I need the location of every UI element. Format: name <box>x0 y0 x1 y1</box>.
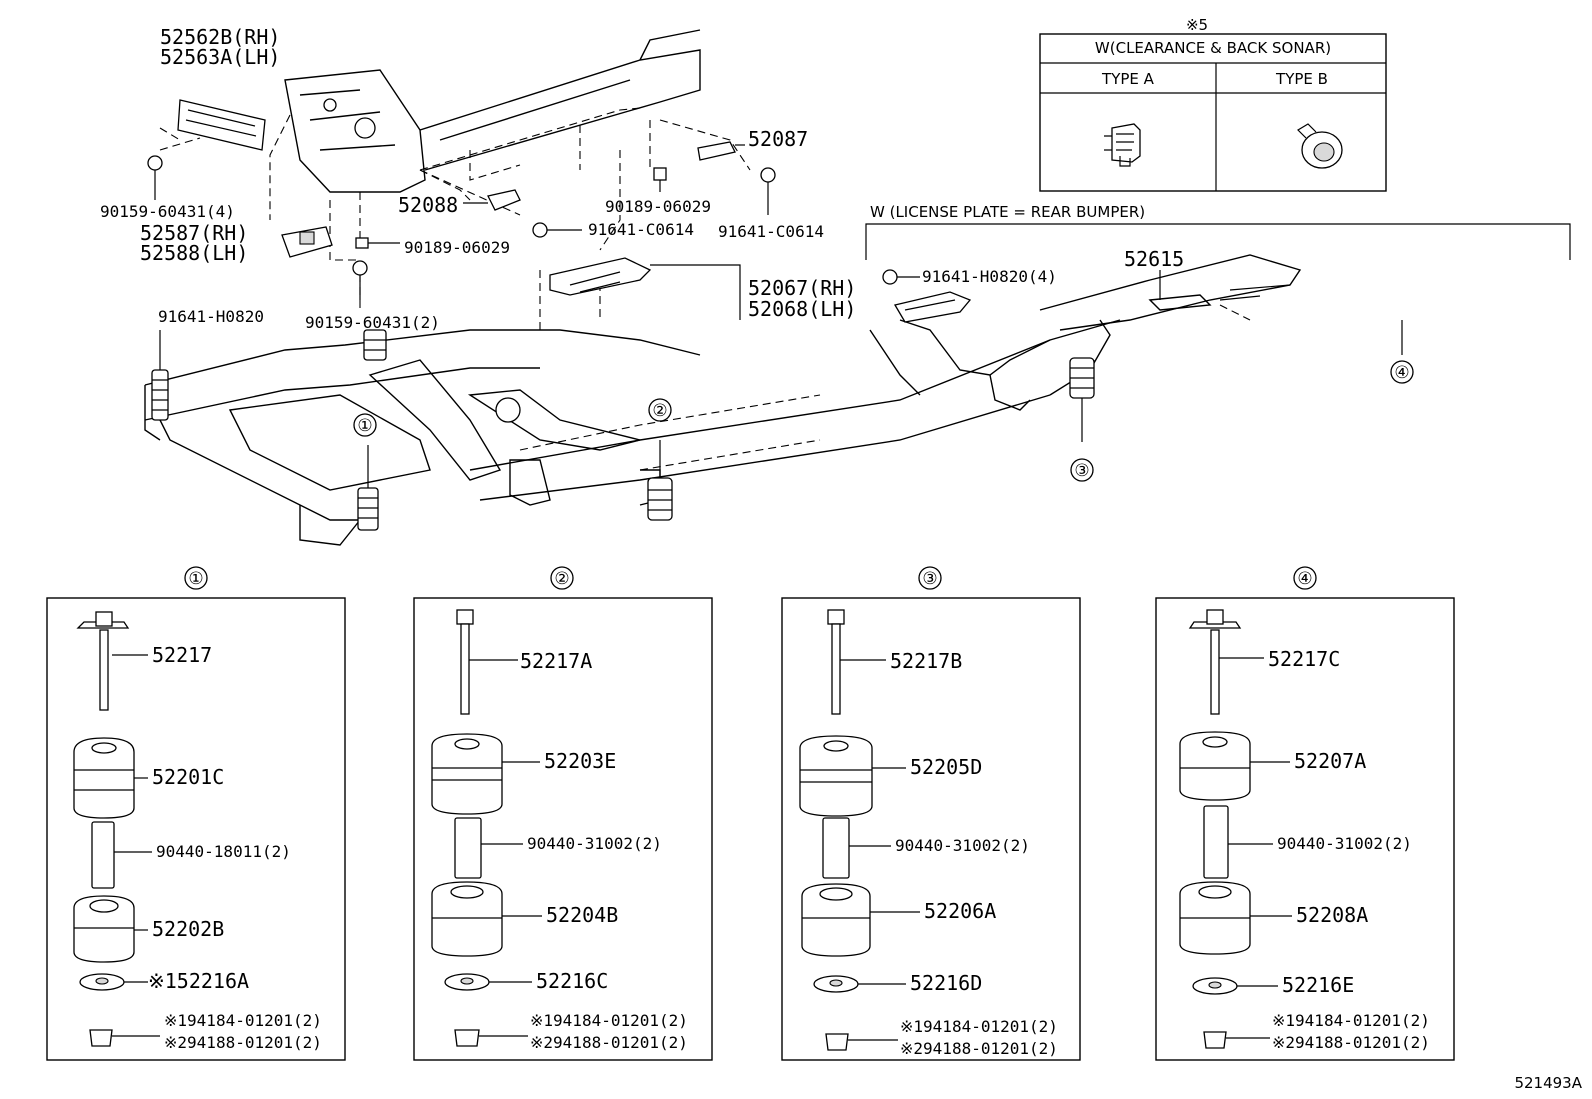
mount-3-marker: ③ <box>922 569 937 589</box>
frame-mount-1 <box>357 445 379 531</box>
label-90189-06029-b: 90189-06029 <box>605 197 711 216</box>
bolt-91641-h0820-4-part <box>882 269 920 285</box>
mount-3-nut-2: ※294188-01201(2) <box>900 1039 1058 1058</box>
label-91641-c0614-a: 91641-C0614 <box>588 220 694 239</box>
frame-marker-3: ③ <box>1074 461 1089 481</box>
label-52087: 52087 <box>748 127 808 151</box>
mount-detail-3: ③ 52217B 52205D 90440-31002(2) 52206A 52… <box>781 566 1081 1061</box>
label-52615: 52615 <box>1124 247 1184 271</box>
mount-3-washer: 52216D <box>910 971 982 995</box>
sonar-table: ※5 W(CLEARANCE & BACK SONAR) TYPE A TYPE… <box>1039 16 1387 192</box>
mount-1-lower-cushion: 52202B <box>152 917 224 941</box>
label-52067: 52067(RH) <box>748 276 856 300</box>
mount-3-upper-cushion: 52205D <box>910 755 982 779</box>
label-52588: 52588(LH) <box>140 241 248 265</box>
nut-90189-b-part <box>653 167 667 192</box>
mount-2-nut-1: ※194184-01201(2) <box>530 1011 688 1030</box>
label-91641-h0820-4: 91641-H0820(4) <box>922 267 1057 286</box>
sonar-col-type-b: TYPE B <box>1275 70 1328 88</box>
label-90159-60431-4: 90159-60431(4) <box>100 202 235 221</box>
mount-2-lower-cushion: 52204B <box>546 903 618 927</box>
mount-4-bolt: 52217C <box>1268 647 1340 671</box>
label-91641-h0820: 91641-H0820 <box>158 307 264 326</box>
mount-2-washer: 52216C <box>536 969 608 993</box>
bolt-90159-part <box>147 155 163 200</box>
license-plate-note: W (LICENSE PLATE = REAR BUMPER) <box>865 203 1571 260</box>
mount-3-bolt: 52217B <box>890 649 962 673</box>
bracket-rear-part <box>893 291 972 323</box>
label-52068: 52068(LH) <box>748 297 856 321</box>
mount-4-nut-1: ※194184-01201(2) <box>1272 1011 1430 1030</box>
mount-4-lower-cushion: 52208A <box>1296 903 1368 927</box>
mount-4-upper-cushion: 52207A <box>1294 749 1366 773</box>
mount-1-sleeve: 90440-18011(2) <box>156 842 291 861</box>
bracket-52587-part <box>281 226 333 258</box>
label-90159-60431-2: 90159-60431(2) <box>305 313 440 332</box>
sonar-table-header: W(CLEARANCE & BACK SONAR) <box>1095 39 1331 57</box>
mount-detail-2: ② 52217A 52203E 90440-31002(2) 52204B 52… <box>413 566 713 1061</box>
frame-mount-front-left <box>151 330 169 421</box>
mount-1-nut-1: ※194184-01201(2) <box>164 1011 322 1030</box>
mount-detail-4: ④ 52217C 52207A 90440-31002(2) 52208A 52… <box>1155 566 1455 1061</box>
mount-2-upper-cushion: 52203E <box>544 749 616 773</box>
frame-marker-2: ② <box>652 401 667 421</box>
mount-1-bolt: 52217 <box>152 643 212 667</box>
sonar-ring-type-b <box>1297 123 1343 169</box>
mount-4-washer: 52216E <box>1282 973 1354 997</box>
label-52562b: 52562B(RH) <box>160 25 280 49</box>
sonar-bracket-type-a <box>1104 123 1141 167</box>
mount-4-nut-2: ※294188-01201(2) <box>1272 1033 1430 1052</box>
label-52088: 52088 <box>398 193 458 217</box>
mount-2-sleeve: 90440-31002(2) <box>527 834 662 853</box>
frame-mount-front-top <box>363 329 387 361</box>
sonar-col-type-a: TYPE A <box>1101 70 1155 88</box>
mount-4-marker: ④ <box>1297 569 1312 589</box>
mount-1-upper-cushion: 52201C <box>152 765 224 789</box>
mount-2-bolt: 52217A <box>520 649 592 673</box>
bolt-90159-2-part <box>352 260 368 300</box>
mount-2-marker: ② <box>554 569 569 589</box>
top-callouts: 52562B(RH) 52563A(LH) 90159-60431(4) 525… <box>100 25 1184 332</box>
mount-3-nut-1: ※194184-01201(2) <box>900 1017 1058 1036</box>
mount-3-lower-cushion: 52206A <box>924 899 996 923</box>
grille-bracket-part <box>177 99 266 151</box>
mount-4-sleeve: 90440-31002(2) <box>1277 834 1412 853</box>
frame-marker-4: ④ <box>1394 363 1409 383</box>
mount-1-washer: ※152216A <box>148 969 249 993</box>
mount-2-nut-2: ※294188-01201(2) <box>530 1033 688 1052</box>
diagram-id: 521493A <box>1514 1074 1582 1092</box>
label-52587: 52587(RH) <box>140 221 248 245</box>
mount-3-sleeve: 90440-31002(2) <box>895 836 1030 855</box>
mount-1-marker: ① <box>188 569 203 589</box>
frame-markers: ① ② ③ ④ <box>353 360 1414 482</box>
frame-marker-1: ① <box>357 416 372 436</box>
license-plate-note-text: W (LICENSE PLATE = REAR BUMPER) <box>870 203 1145 221</box>
label-90189-06029-a: 90189-06029 <box>404 238 510 257</box>
mount-1-nut-2: ※294188-01201(2) <box>164 1033 322 1052</box>
bolt-91641-c0614-b-part <box>760 167 776 215</box>
frame-mount-2 <box>647 440 673 521</box>
bracket-52088-part <box>463 189 521 211</box>
nut-90189-part <box>355 237 400 249</box>
bracket-52087-part <box>697 141 745 161</box>
vehicle-frame-drawing <box>144 29 1302 546</box>
label-52563a: 52563A(LH) <box>160 45 280 69</box>
sonar-note-mark: ※5 <box>1186 16 1208 34</box>
bracket-52067-part <box>549 257 741 320</box>
bolt-91641-c0614-part <box>532 222 582 238</box>
label-91641-c0614-b: 91641-C0614 <box>718 222 824 241</box>
mount-detail-1: ① 52217 52201C 90440-18011(2) 52202B ※15… <box>46 566 346 1061</box>
frame-mount-3 <box>1069 357 1095 442</box>
